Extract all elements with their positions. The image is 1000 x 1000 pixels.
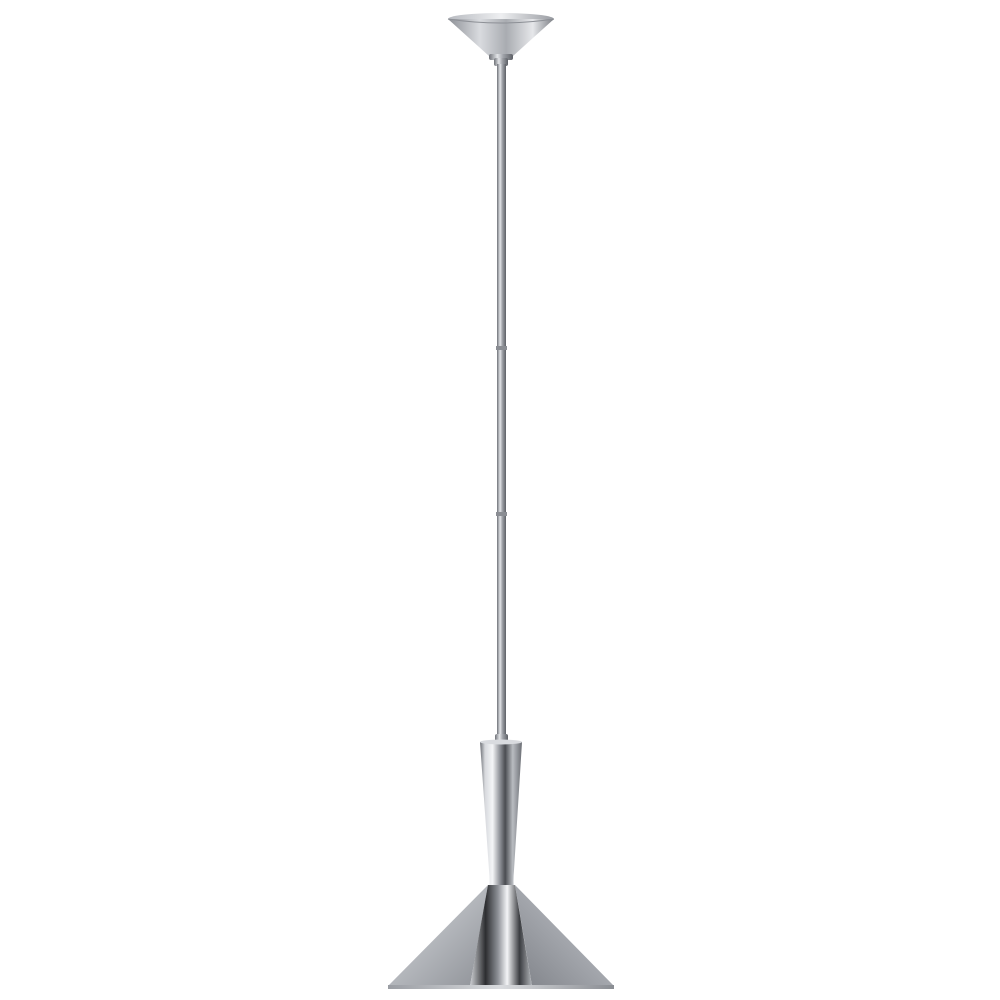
ceiling-canopy (447, 13, 555, 66)
lamp-neck (480, 739, 522, 905)
down-rod (495, 64, 508, 744)
lamp-shade (388, 885, 614, 989)
